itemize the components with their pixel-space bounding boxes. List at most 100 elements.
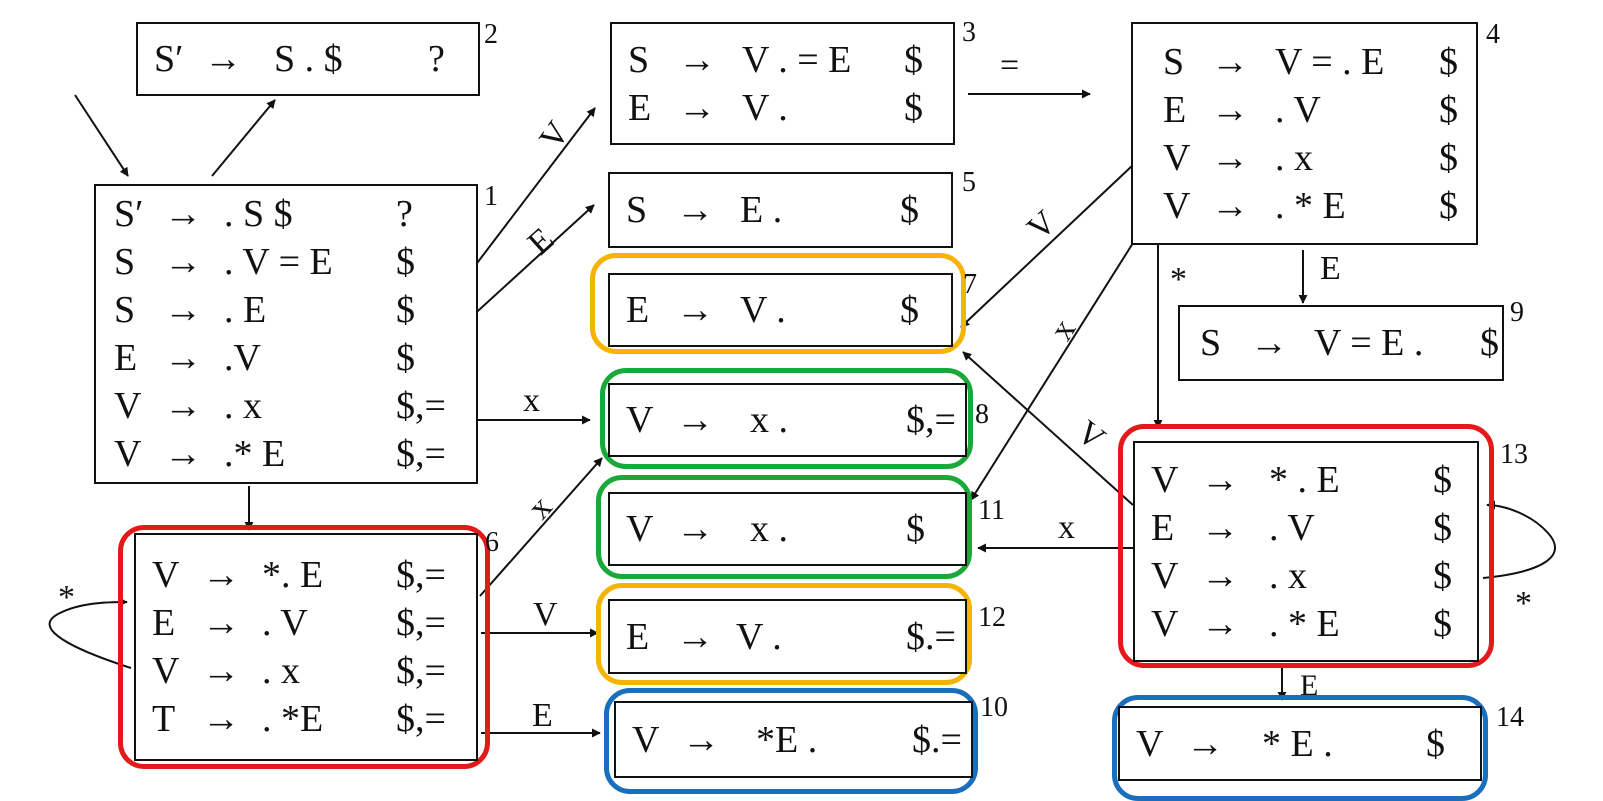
- rule-lookahead: $: [396, 289, 415, 331]
- state-4-rule-2: E→. V$: [1133, 86, 1476, 134]
- edge-label-6-10: E: [532, 697, 553, 734]
- edge-6-6: [48, 597, 132, 669]
- state-12-rule-1: E→V .$.=: [610, 613, 965, 661]
- rule-lhs: E: [626, 615, 650, 658]
- edge-label-4-13: *: [1170, 261, 1187, 298]
- rule-arrow: →: [164, 241, 202, 283]
- state-box-14: V→* E .$: [1118, 706, 1482, 781]
- state-1-rule-2: S→. V = E$: [96, 238, 476, 286]
- state-number-11: 11: [978, 495, 1005, 526]
- rule-rhs: . x: [224, 385, 262, 427]
- rule-arrow: →: [164, 289, 202, 331]
- rule-lhs: S′: [114, 193, 144, 235]
- highlight-state-12: [596, 583, 972, 685]
- edge-label-1-8: x: [523, 382, 540, 419]
- rule-rhs: .* E: [224, 433, 286, 475]
- rule-lookahead: $,=: [396, 650, 446, 692]
- state-number-14: 14: [1496, 702, 1524, 733]
- edge-4-11: [970, 242, 1134, 501]
- rule-lookahead: $: [904, 86, 923, 129]
- highlight-state-11: [596, 475, 972, 579]
- rule-rhs: . V: [1275, 88, 1321, 131]
- highlight-state-7: [590, 253, 966, 354]
- state-13-rule-2: E→. V$: [1135, 504, 1477, 552]
- state-number-13: 13: [1500, 439, 1528, 470]
- rule-lookahead: $,=: [396, 602, 446, 644]
- rule-rhs: * E .: [1262, 722, 1333, 765]
- state-5-rule-1: S→E .$: [610, 186, 951, 234]
- rule-lookahead: $: [1433, 554, 1452, 597]
- rule-lookahead: $,=: [396, 554, 446, 596]
- rule-lookahead: $,=: [396, 698, 446, 740]
- rule-arrow: →: [676, 289, 714, 331]
- rule-arrow: →: [676, 399, 714, 441]
- state-box-8: V→x .$,=: [608, 383, 967, 457]
- rule-rhs: . x: [1269, 554, 1307, 597]
- rule-arrow: →: [1201, 458, 1239, 501]
- state-number-10: 10: [980, 692, 1008, 723]
- state-4-rule-4: V→. * E$: [1133, 182, 1476, 230]
- rule-lookahead: $,=: [396, 385, 446, 427]
- rule-arrow: →: [1250, 322, 1288, 364]
- rule-rhs: .V: [224, 337, 261, 379]
- state-4-rule-1: S→V = . E$: [1133, 38, 1476, 86]
- state-9-rule-1: S→V = E .$: [1180, 319, 1502, 367]
- state-number-6: 6: [485, 527, 499, 558]
- rule-lhs: V: [626, 508, 654, 550]
- edge-label-6-12: V: [533, 596, 558, 633]
- state-11-rule-1: V→x .$: [610, 505, 965, 553]
- rule-lookahead: $.=: [906, 615, 956, 658]
- state-3-rule-1: S→V . = E$: [612, 36, 953, 84]
- rule-arrow: →: [682, 718, 720, 761]
- state-1-rule-6: V→.* E$,=: [96, 430, 476, 478]
- rule-lookahead: $: [1433, 506, 1452, 549]
- state-box-3: S→V . = E$E→V .$: [610, 22, 955, 145]
- edge-start: [74, 94, 129, 177]
- rule-rhs: . * E: [1269, 602, 1340, 645]
- rule-lhs: V: [1163, 184, 1191, 227]
- rule-arrow: →: [1211, 88, 1249, 131]
- state-6-rule-3: V→. x$,=: [136, 647, 476, 695]
- highlight-state-8: [600, 368, 973, 469]
- rule-rhs: V .: [742, 86, 788, 129]
- rule-lhs: E: [114, 337, 138, 379]
- rule-rhs: . E: [224, 289, 267, 331]
- rule-lookahead: $: [1439, 136, 1458, 179]
- rule-rhs: E .: [740, 189, 783, 231]
- rule-arrow: →: [1211, 184, 1249, 227]
- rule-arrow: →: [202, 554, 240, 596]
- rule-lhs: E: [1151, 506, 1175, 549]
- rule-rhs: V = . E: [1275, 40, 1385, 83]
- state-14-rule-1: V→* E .$: [1120, 720, 1480, 768]
- state-4-rule-3: V→. x$: [1133, 134, 1476, 182]
- rule-lhs: E: [626, 289, 650, 331]
- rule-arrow: →: [1201, 506, 1239, 549]
- state-1-rule-3: S→. E$: [96, 286, 476, 334]
- rule-arrow: →: [1211, 40, 1249, 83]
- rule-rhs: *E .: [756, 718, 818, 761]
- rule-arrow: →: [164, 433, 202, 475]
- edge-1-5: [467, 204, 595, 321]
- rule-lhs: S: [626, 189, 648, 231]
- rule-arrow: →: [164, 385, 202, 427]
- rule-lookahead: $: [1480, 322, 1499, 364]
- edge-label-4-9: E: [1320, 250, 1341, 287]
- state-6-rule-1: V → *. E $,=: [136, 551, 476, 599]
- rule-lookahead: $: [904, 38, 923, 81]
- state-box-4: S→V = . E$E→. V$V→. x$V→. * E$: [1131, 22, 1478, 245]
- rule-lhs: S′: [154, 38, 184, 80]
- rule-arrow: →: [1201, 554, 1239, 597]
- rule-lookahead: $: [900, 289, 919, 331]
- rule-lhs: V: [152, 554, 180, 596]
- rule-arrow: →: [202, 698, 240, 740]
- state-1-rule-1: S′→. S $?: [96, 190, 476, 238]
- rule-rhs: V . = E: [742, 38, 852, 81]
- rule-lhs: V: [1151, 458, 1179, 501]
- rule-lhs: V: [1151, 602, 1179, 645]
- state-10-rule-1: V→*E .$.=: [616, 716, 971, 764]
- state-6-rule-2: E→. V$,=: [136, 599, 476, 647]
- rule-rhs: *. E: [262, 554, 324, 596]
- state-7-rule-1: E→V .$: [610, 286, 951, 334]
- rule-rhs: V = E .: [1314, 322, 1424, 364]
- rule-rhs: x .: [750, 508, 788, 550]
